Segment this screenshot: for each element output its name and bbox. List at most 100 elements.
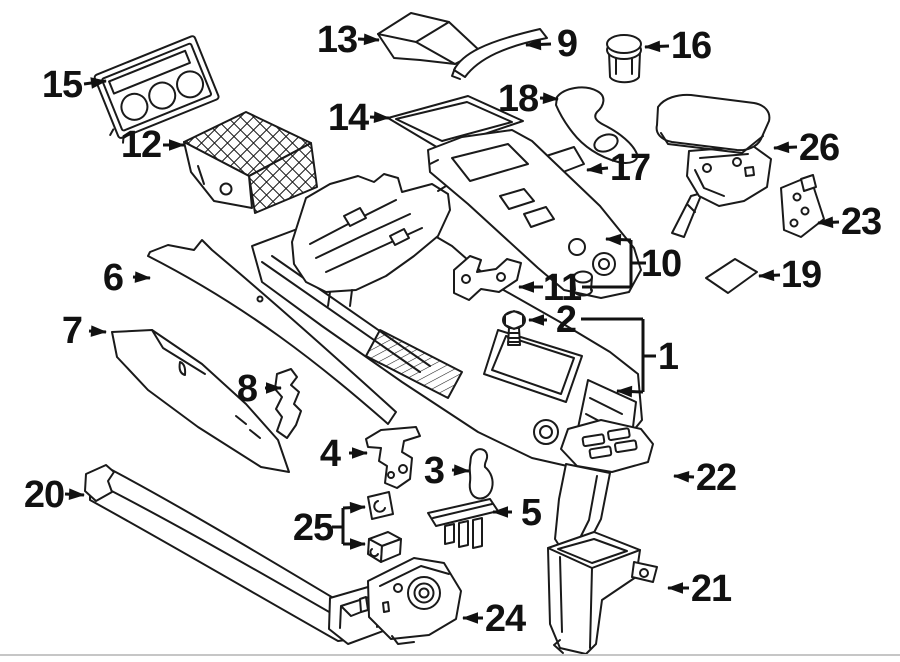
callout-7-side-trim-panel: 7 xyxy=(62,310,107,352)
callout-12-storage-grid-tray: 12 xyxy=(121,124,185,166)
arrowhead-icon xyxy=(90,77,107,89)
callout-6-trim-strip: 6 xyxy=(103,257,151,299)
callout-number-11: 11 xyxy=(543,267,582,309)
arrowhead-icon xyxy=(350,538,366,550)
callout-number-1: 1 xyxy=(658,336,679,378)
arrowhead-icon xyxy=(492,506,508,518)
callout-number-18: 18 xyxy=(498,78,538,120)
callout-26-armrest: 26 xyxy=(773,127,840,169)
part-12-storage-grid-tray xyxy=(183,111,318,214)
arrowhead-icon xyxy=(349,501,366,514)
callout-2-screw: 2 xyxy=(528,299,643,341)
part-24-control-module xyxy=(359,557,462,645)
part-15-switch-panel xyxy=(93,35,220,144)
arrowhead-icon xyxy=(542,92,559,104)
callout-20-floor-rail: 20 xyxy=(24,474,85,516)
callout-number-16: 16 xyxy=(671,25,711,67)
callout-18-rubber-mat: 18 xyxy=(498,78,559,120)
callout-number-21: 21 xyxy=(691,568,732,610)
part-11-support-bracket xyxy=(453,255,522,301)
part-2-screw xyxy=(502,310,526,346)
arrowhead-icon xyxy=(169,139,185,151)
part-20-floor-rail xyxy=(84,464,389,645)
arrowhead-icon xyxy=(518,281,534,293)
part-7-side-trim-panel xyxy=(111,329,290,473)
part-6-trim-strip xyxy=(147,239,397,425)
arrowhead-icon xyxy=(266,382,282,394)
callout-17-label-pad-front: 17 xyxy=(586,147,651,189)
callout-8-side-bracket: 8 xyxy=(237,368,282,410)
callout-19-label-pad-rear: 19 xyxy=(758,254,822,296)
part-9-frame-rail xyxy=(451,28,548,80)
part-25-retaining-clips xyxy=(367,491,402,563)
callout-number-24: 24 xyxy=(485,598,526,640)
callout-number-8: 8 xyxy=(237,368,257,410)
arrowhead-icon xyxy=(453,464,470,476)
arrowhead-icon xyxy=(134,271,151,283)
arrowhead-icon xyxy=(773,141,790,154)
arrowhead-icon xyxy=(758,269,775,282)
part-18-rubber-mat xyxy=(555,86,639,164)
callout-number-7: 7 xyxy=(62,310,82,352)
callout-number-19: 19 xyxy=(781,254,821,296)
arrowhead-icon xyxy=(644,40,661,53)
callout-11-support-bracket: 11 xyxy=(518,267,583,309)
callout-25-retaining-clips: 25 xyxy=(293,501,366,550)
part-23-bracket-plate xyxy=(780,174,825,238)
callout-23-bracket-plate: 23 xyxy=(817,201,882,243)
callout-number-10: 10 xyxy=(641,243,681,285)
arrowhead-icon xyxy=(605,233,622,246)
callout-5-ribbed-rail: 5 xyxy=(492,492,543,534)
callout-number-14: 14 xyxy=(328,97,369,139)
part-5-ribbed-rail xyxy=(427,498,499,549)
callout-24-control-module: 24 xyxy=(462,598,527,640)
part-14-tray-lid xyxy=(387,95,524,150)
arrowhead-icon xyxy=(462,612,478,624)
callout-number-9: 9 xyxy=(557,23,577,65)
callout-number-13: 13 xyxy=(317,19,357,61)
arrowhead-icon xyxy=(525,38,542,51)
callout-number-23: 23 xyxy=(841,201,881,243)
callout-9-frame-rail: 9 xyxy=(525,23,578,65)
callout-number-3: 3 xyxy=(424,450,444,492)
arrowhead-icon xyxy=(68,488,85,501)
part-4-front-bracket xyxy=(365,426,421,489)
callout-16-cup-insert: 16 xyxy=(644,25,712,67)
callout-4-front-bracket: 4 xyxy=(320,433,368,475)
arrowhead-icon xyxy=(363,33,380,46)
part-19-label-pad xyxy=(705,258,758,294)
callout-15-switch-panel: 15 xyxy=(42,64,107,106)
callout-number-6: 6 xyxy=(103,257,123,299)
arrowhead-icon xyxy=(90,325,107,337)
arrowhead-icon xyxy=(586,162,603,175)
arrowhead-icon xyxy=(528,314,544,326)
part-26-armrest xyxy=(655,93,772,238)
callout-number-26: 26 xyxy=(799,127,839,169)
callout-number-25: 25 xyxy=(293,507,334,549)
part-21-rear-bin xyxy=(547,531,658,655)
arrowhead-icon xyxy=(667,582,683,594)
arrowhead-icon xyxy=(373,111,390,124)
callout-14-tray-lid: 14 xyxy=(328,97,390,139)
callout-number-2: 2 xyxy=(556,299,576,341)
callout-number-22: 22 xyxy=(696,457,736,499)
part-16-cup-insert xyxy=(606,34,642,84)
callout-21-rear-bin: 21 xyxy=(667,568,733,610)
callout-number-15: 15 xyxy=(42,64,83,106)
arrowhead-icon xyxy=(616,385,633,398)
part-8-side-bracket xyxy=(274,368,302,439)
callout-22-rear-vent-panel: 22 xyxy=(673,457,737,499)
callout-number-20: 20 xyxy=(24,474,64,516)
arrowhead-icon xyxy=(817,216,834,229)
callout-number-12: 12 xyxy=(121,124,161,166)
arrowhead-icon xyxy=(673,470,690,483)
callout-1-console-body: 1 xyxy=(616,319,680,398)
callout-number-4: 4 xyxy=(320,433,341,475)
part-10-shifter-trim xyxy=(427,129,642,299)
callout-3-rubber-insert: 3 xyxy=(424,450,470,492)
arrowhead-icon xyxy=(352,447,368,459)
callout-10-shifter-trim-assembly: 10 xyxy=(582,233,682,289)
